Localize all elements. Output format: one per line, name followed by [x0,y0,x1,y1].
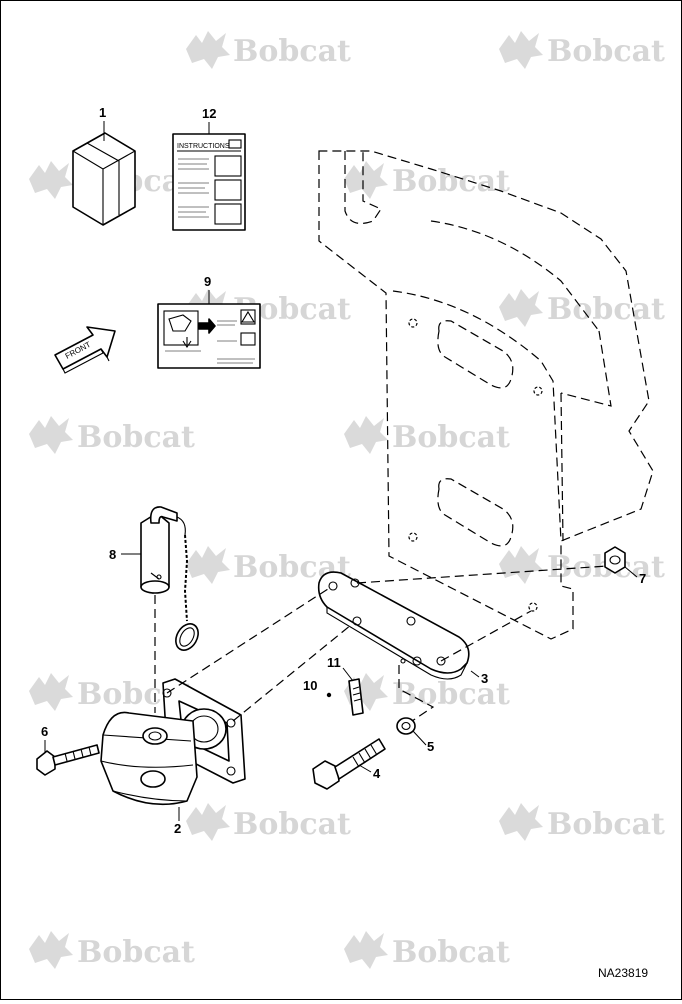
part-3-mounting-plate[interactable] [317,571,470,680]
watermark-logo [344,416,388,454]
instructions-text-lines [178,158,209,218]
watermark-text: Bobcat [77,935,195,970]
leader-4 [358,764,372,773]
leader-3 [470,670,480,678]
watermark-logo [186,803,230,841]
watermark-logo [499,289,543,327]
watermark-text: Bobcat [233,807,351,842]
callout-7: 7 [639,571,646,586]
callout-8: 8 [109,547,116,562]
watermark-logo [499,803,543,841]
part-4-bolt[interactable] [312,738,386,790]
watermark-text: Bobcat [392,935,510,970]
watermark-text: Bobcat [77,420,195,455]
callout-4: 4 [373,766,381,781]
part-1-box[interactable] [72,132,136,226]
part-12-instructions-decal[interactable]: INSTRUCTIONS [172,133,246,231]
alignment-lines [166,565,608,724]
watermark-logo [499,31,543,69]
watermark-logo [344,931,388,969]
front-direction-arrow: FRONT [54,326,116,374]
instructions-title: INSTRUCTIONS [177,143,230,150]
leader-5 [412,730,427,746]
callout-1: 1 [99,105,106,120]
leader-7 [624,566,638,578]
watermark-logo [29,161,73,199]
watermark-logo [344,161,388,199]
watermark-logo [186,546,230,584]
callout-12: 12 [202,106,216,121]
watermark-logo [186,31,230,69]
part-9-hitch-decal[interactable] [157,303,261,369]
part-7-nut[interactable] [604,546,626,574]
mounting-frame [318,150,654,640]
part-8-pin[interactable] [140,506,203,654]
watermark-logo [29,673,73,711]
part-2-hitch[interactable] [100,678,246,806]
watermark-text: Bobcat [392,420,510,455]
watermark-text: Bobcat [392,164,510,199]
watermark-text: Bobcat [547,292,665,327]
watermark-logo [499,546,543,584]
watermark-text: Bobcat [547,807,665,842]
callout-2: 2 [174,821,181,836]
drawing-number: NA23819 [598,966,648,980]
watermark-text: Bobcat [547,34,665,69]
callout-3: 3 [481,671,488,686]
part-6-bolt[interactable] [36,744,100,776]
callout-6: 6 [41,724,48,739]
watermark-logo [29,416,73,454]
callout-11: 11 [327,655,341,670]
callout-9: 9 [204,274,211,289]
leader-11 [342,667,354,682]
part-11-decal[interactable] [348,678,364,716]
watermark-logo [29,931,73,969]
callout-10: 10 [303,678,317,693]
watermark-text: Bobcat [233,34,351,69]
part-5-washer[interactable] [396,717,416,735]
callout-5: 5 [427,739,434,754]
watermark-text: Bobcat [392,677,510,712]
part-10-rivet[interactable] [326,692,332,698]
